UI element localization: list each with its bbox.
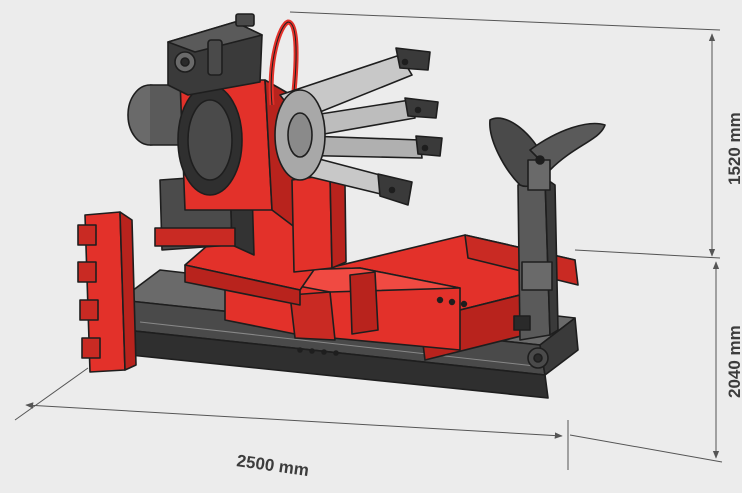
extension-line-top [289, 11, 721, 31]
tool-arm [513, 177, 559, 369]
extension-line-bottom [569, 434, 723, 463]
machine-illustration [77, 13, 606, 399]
dimension-arrow-width [25, 402, 563, 439]
control-box [167, 13, 263, 96]
upper-height-dimension-label: 1520 mm [725, 112, 742, 185]
dimension-lines [14, 11, 723, 470]
bead-breaker-tool [489, 117, 606, 191]
left-post [77, 211, 137, 373]
width-dimension-label: 2500 mm [235, 451, 310, 480]
lower-height-dimension-label: 2040 mm [725, 325, 742, 398]
extension-line-mid [574, 249, 721, 259]
chuck-column [291, 174, 347, 273]
extension-line-left [14, 367, 89, 421]
chuck-jaws [274, 47, 443, 206]
